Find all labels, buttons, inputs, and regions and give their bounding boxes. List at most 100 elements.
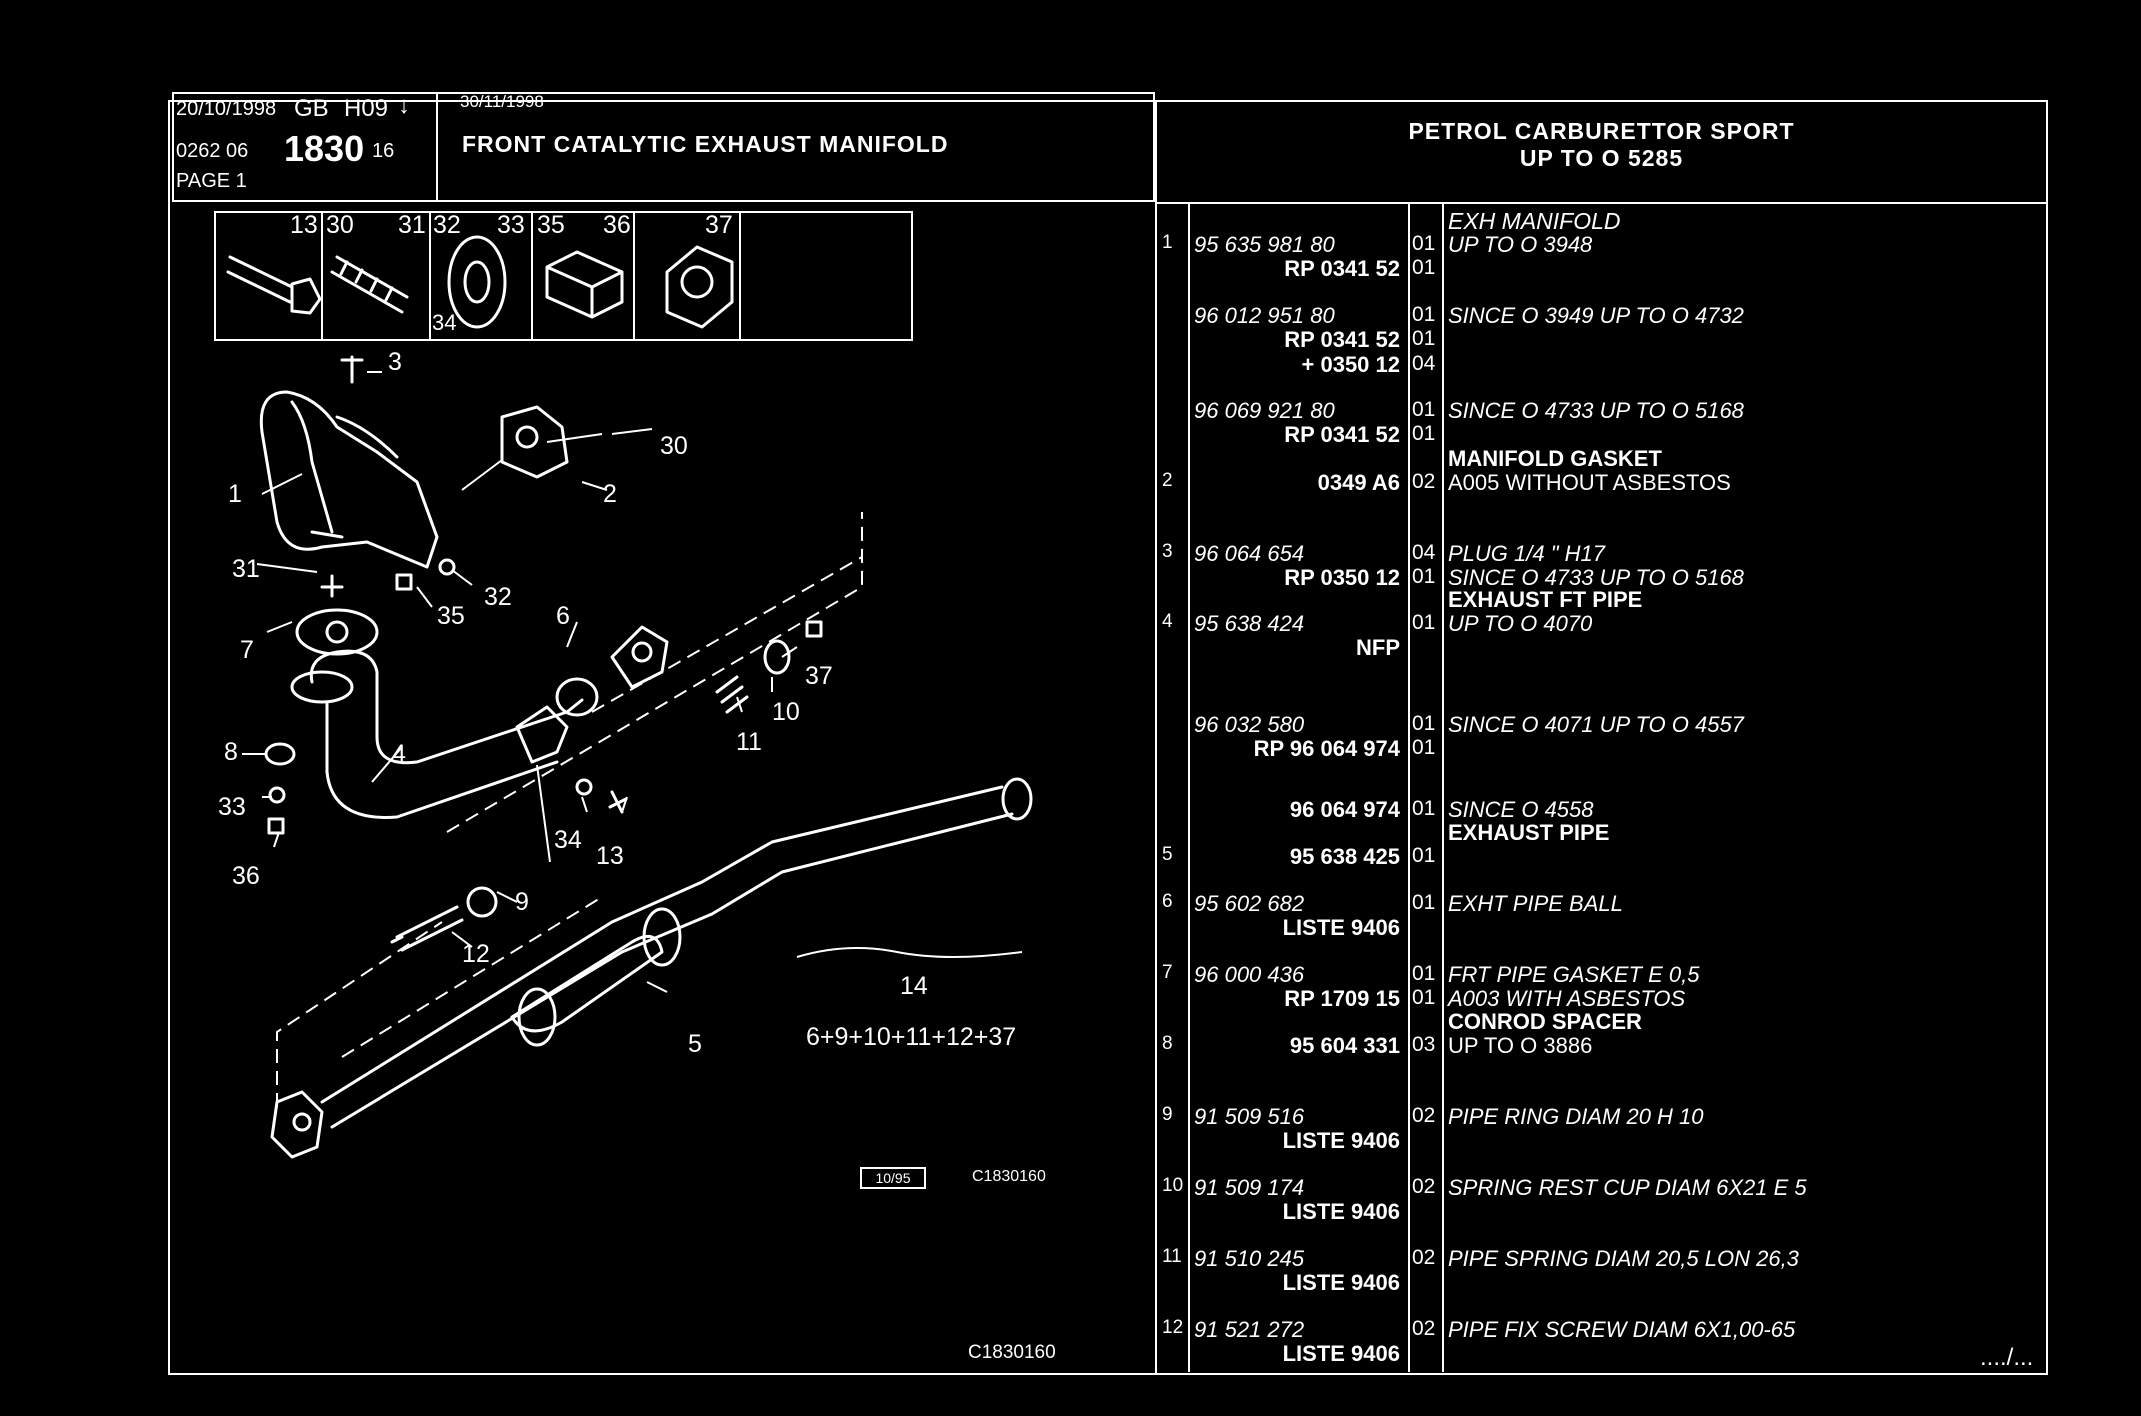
ref-number-bold: RP 96 064 974 [1253,736,1400,761]
ref-number: 95 602 682 [1194,891,1305,916]
group-main: 1830 [284,128,365,169]
designation: UP TO O 3948 [1448,232,1593,257]
qty: 01 [1412,611,1436,634]
qty: 01 [1412,398,1436,421]
callout-10: 10 [772,698,800,726]
designation: PIPE FIX SCREW DIAM 6X1,00-65 [1448,1317,1796,1342]
inset-label-37: 37 [705,211,733,239]
ref-number: 91 509 174 [1194,1175,1305,1200]
inset-label-13: 13 [290,211,318,239]
pos-number: 7 [1162,962,1173,983]
callout-3: 3 [388,348,402,376]
model-title-line-2: UP TO O 5285 [1519,145,1684,171]
date-box: 10/95 [860,1167,926,1189]
ref-number: 96 012 951 80 [1194,303,1335,328]
designation: SINCE O 4558 [1448,797,1594,822]
exploded-diagram [214,211,1033,1159]
ref-number-bold: NFP [1356,635,1400,660]
designation: A005 WITHOUT ASBESTOS [1448,470,1731,495]
designation-title: CONROD SPACER [1448,1009,1642,1034]
qty: 01 [1412,712,1436,735]
page-frame [168,100,2048,1375]
designation-title: EXHAUST FT PIPE [1448,587,1643,612]
qty: 01 [1412,797,1436,820]
designation: SINCE O 4733 UP TO O 5168 [1448,398,1744,423]
qty: 01 [1412,232,1436,255]
callout-34: 34 [554,826,582,854]
designation: SINCE O 3949 UP TO O 4732 [1448,303,1744,328]
pos-number: 2 [1162,470,1173,491]
callout-2: 2 [603,480,617,508]
designation: SINCE O 4071 UP TO O 4557 [1448,712,1744,737]
qty: 02 [1412,1175,1436,1198]
callout-7: 7 [240,636,254,664]
ref-number: 96 000 436 [1194,962,1305,987]
group-prefix: 0262 06 [176,140,249,162]
callout-31: 31 [232,555,260,583]
ref-number: 95 635 981 80 [1194,232,1335,257]
designation-title: EXH MANIFOLD [1448,208,1621,234]
ref-number-bold: 0349 A6 [1317,470,1400,495]
col-qty-divider [1442,202,1444,1372]
callout-33: 33 [218,793,246,821]
qty: 02 [1412,1246,1436,1269]
model-title-line-1: PETROL CARBURETTOR SPORT [1408,118,1795,144]
designation: PIPE SPRING DIAM 20,5 LON 26,3 [1448,1246,1799,1271]
ref-number: 91 510 245 [1194,1246,1305,1271]
ref-number-bold: 95 604 331 [1289,1033,1400,1058]
callout-11: 11 [736,728,762,756]
ref-number-bold: LISTE 9406 [1282,1128,1400,1153]
inset-label-35: 35 [537,211,565,239]
inset-label-30: 30 [326,211,354,239]
exhaust-manifold-drawing [242,355,1033,1159]
callout-8: 8 [224,738,238,766]
ref-number: 96 032 580 [1194,712,1305,737]
callout-1: 1 [228,480,242,508]
ref-number-bold: RP 0341 52 [1284,422,1400,447]
qty-tertiary: 04 [1412,352,1436,375]
pos-number: 3 [1162,541,1173,562]
fastener-inset [214,211,913,341]
date-issue: 20/10/1998 [176,98,277,120]
qty: 01 [1412,962,1436,985]
ref-number-bold: 95 638 425 [1289,844,1400,869]
continued-marker: ..../... [1980,1344,2034,1371]
designation: PLUG 1/4 " H17 [1448,541,1605,566]
designation: UP TO O 3886 [1448,1033,1593,1058]
designation: PIPE RING DIAM 20 H 10 [1448,1104,1704,1129]
callout-6: 6 [556,602,570,630]
designation: UP TO O 4070 [1448,611,1593,636]
col-ref-divider [1408,202,1410,1372]
callout-30: 30 [660,432,688,460]
ref-number-bold: LISTE 9406 [1282,915,1400,940]
inset-label-36: 36 [603,211,631,239]
group-suffix: 16 [372,140,395,162]
designation-title: MANIFOLD GASKET [1448,446,1662,471]
pos-number: 1 [1162,232,1173,253]
qty-secondary: 01 [1412,986,1436,1009]
pos-number: 6 [1162,891,1173,912]
designation: EXHT PIPE BALL [1448,891,1623,916]
drawing-ref: C1830160 [968,1342,1056,1363]
kit-formula: 6+9+10+11+12+37 [806,1023,1017,1051]
callout-12: 12 [462,940,490,968]
lang-code: GB [294,95,329,122]
qty-secondary: 01 [1412,565,1436,588]
header-left-box [172,92,1155,202]
col-pos-divider [1188,202,1190,1372]
qty: 01 [1412,891,1436,914]
inset-label-34: 34 [432,310,457,335]
pos-number: 4 [1162,611,1173,632]
callout-32: 32 [484,583,512,611]
